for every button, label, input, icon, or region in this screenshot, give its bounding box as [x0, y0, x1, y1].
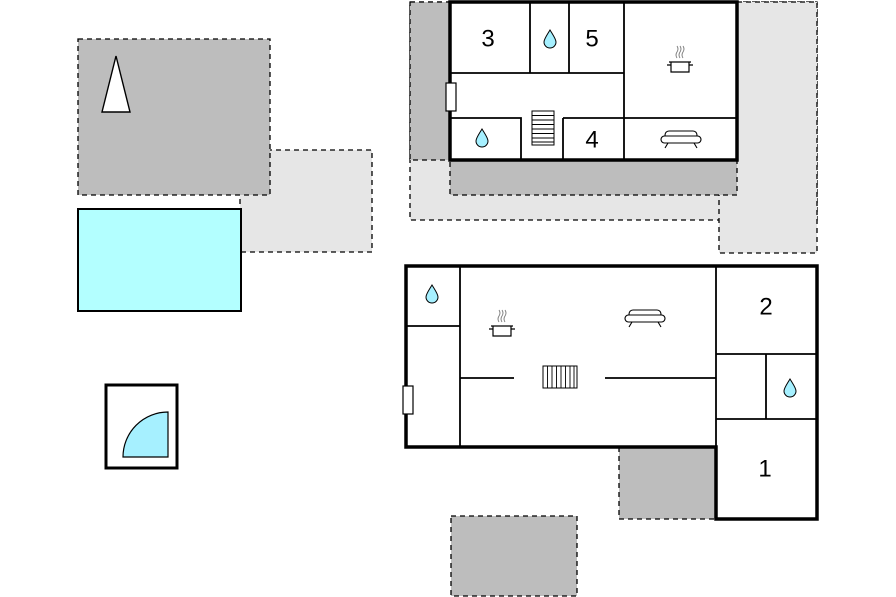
lower-building: [404, 264, 819, 521]
terrace-lower-right: [618, 446, 717, 520]
terrace-upper-left-dark: [409, 1, 453, 161]
terrace-upper-bottom-dark: [449, 157, 738, 196]
north-arrow-icon: [101, 55, 131, 113]
door-icon: [402, 385, 414, 415]
shower-icon: [122, 411, 169, 458]
lower-interior-walls: [406, 266, 817, 447]
room-label-5: 5: [585, 26, 598, 53]
room-label-4: 4: [585, 127, 598, 154]
stairs-icon: [531, 110, 555, 146]
stairs-icon: [542, 365, 578, 389]
room-label-3: 3: [481, 26, 494, 53]
upper-interior-walls: [450, 2, 737, 160]
terrace-lower-bottom: [450, 515, 578, 597]
door-icon: [445, 82, 457, 112]
terrace-left-dark: [77, 38, 271, 196]
room-label-2: 2: [759, 294, 772, 321]
pool: [77, 208, 242, 312]
room-label-1: 1: [758, 456, 771, 483]
